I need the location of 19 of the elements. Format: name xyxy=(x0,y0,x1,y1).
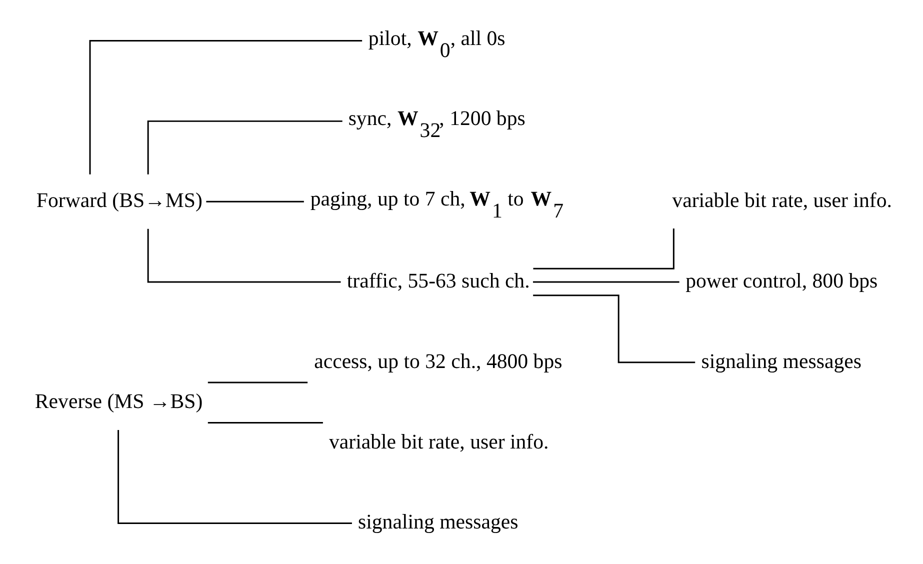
connector xyxy=(533,228,674,270)
connector xyxy=(532,281,680,283)
connector xyxy=(147,228,341,283)
connector xyxy=(208,422,323,424)
node-text: variable bit rate, user info. xyxy=(672,188,892,212)
connector xyxy=(89,40,362,174)
connector xyxy=(206,200,304,202)
connector xyxy=(147,120,342,174)
connector xyxy=(208,382,308,384)
node-text: signaling messages xyxy=(358,510,518,534)
node-text: Forward (BS→MS) xyxy=(36,188,202,212)
node-text: Reverse (MS →BS) xyxy=(34,389,203,414)
node-text: signaling messages xyxy=(701,348,862,373)
node-text: traffic, 55-63 such ch. xyxy=(346,268,530,293)
connector xyxy=(533,294,696,364)
node-text: access, up to 32 ch., 4800 bps xyxy=(314,348,562,373)
connector xyxy=(118,430,352,524)
node-text: variable bit rate, user info. xyxy=(328,429,549,454)
node-text: power control, 800 bps xyxy=(686,268,878,293)
